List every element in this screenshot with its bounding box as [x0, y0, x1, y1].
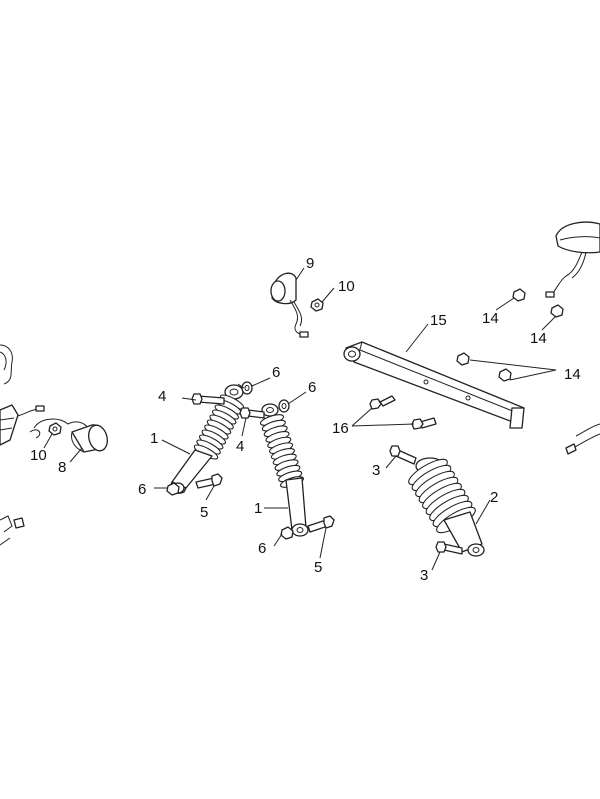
callout-3-b: 3: [420, 567, 428, 584]
bolt-16-upper: [369, 395, 396, 410]
nut-14-b: [550, 304, 564, 318]
callout-4-b: 4: [236, 438, 244, 455]
callout-4-a: 4: [158, 388, 166, 405]
washer-top-b: [278, 399, 290, 413]
callout-8: 8: [58, 459, 66, 476]
callout-1-a: 1: [150, 430, 158, 447]
callout-3-a: 3: [372, 462, 380, 479]
callout-10-reflector: 10: [338, 278, 355, 295]
callout-2: 2: [490, 489, 498, 506]
callout-16: 16: [332, 420, 349, 437]
turn-signal-lamp: [29, 418, 108, 453]
callout-6-a: 6: [272, 364, 280, 381]
bolt-right-lower: [435, 541, 463, 555]
callout-labels: 9 10 15 14 14 14 6 6 4 4 1 1 6 6 5 5 16 …: [30, 255, 581, 584]
nut-reflector: [310, 298, 324, 312]
bolt-lower-middle: [307, 515, 335, 533]
nut-left: [48, 422, 62, 436]
callout-5-b: 5: [314, 559, 322, 576]
callout-1-b: 1: [254, 500, 262, 517]
shock-absorber-right: [408, 457, 485, 557]
bolt-lower-left: [195, 473, 223, 489]
right-edge-lamp: [565, 423, 600, 455]
nut-14-a: [512, 288, 526, 302]
nut-14-d: [498, 368, 512, 382]
nut-lower-middle: [280, 526, 294, 540]
rear-reflector: [270, 272, 309, 338]
nut-14-c: [456, 352, 470, 366]
callout-6-b: 6: [308, 379, 316, 396]
left-edge-assembly: [0, 344, 45, 546]
callout-6-c: 6: [138, 481, 146, 498]
support-bar: [343, 341, 525, 429]
tail-light: [545, 221, 600, 298]
callout-6-d: 6: [258, 540, 266, 557]
bolt-left-top: [191, 393, 225, 405]
callout-10-left: 10: [30, 447, 47, 464]
callout-14-a: 14: [482, 310, 499, 327]
bolt-middle-top: [239, 407, 265, 419]
leader-lines: [43, 267, 557, 571]
callout-15: 15: [430, 312, 447, 329]
callout-9: 9: [306, 255, 314, 272]
bolt-16-lower: [411, 417, 437, 430]
washer-top-a: [241, 381, 253, 395]
callout-5-a: 5: [200, 504, 208, 521]
nut-lower-left: [166, 482, 180, 496]
callout-14-b: 14: [530, 330, 547, 347]
shock-absorber-middle: [259, 403, 309, 537]
bolt-right-top: [389, 445, 417, 465]
callout-14-c: 14: [564, 366, 581, 383]
